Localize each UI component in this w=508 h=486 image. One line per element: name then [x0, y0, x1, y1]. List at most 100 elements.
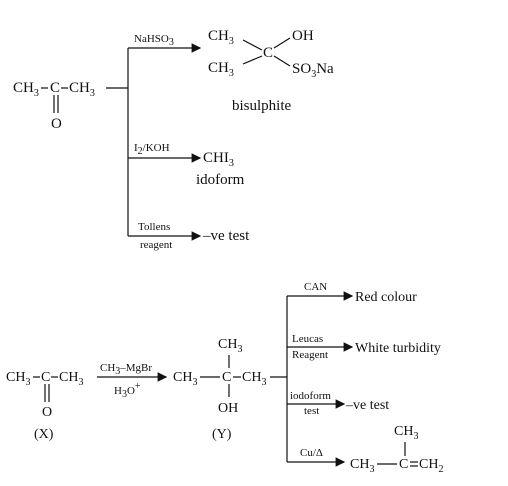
reagent-iodoform-line2: test [304, 405, 319, 417]
ch3-bottom: CH [208, 60, 229, 76]
bond [242, 55, 263, 65]
result-red-colour: Red colour [355, 290, 417, 305]
center-carbon: C [263, 45, 273, 61]
subscript: 3 [229, 36, 234, 47]
svg-text:CH3: CH3 [6, 370, 30, 388]
reaction-2: CH3 C CH3 O (X) CH3–MgBr H3O+ [6, 281, 443, 475]
svg-text:NaHSO3: NaHSO3 [134, 33, 174, 48]
reagent-iodoform-line1: iodoform [290, 390, 331, 402]
subscript: 3 [229, 158, 234, 169]
reagent-tollens-line2: reagent [140, 239, 172, 251]
result-negative-test: –ve test [202, 228, 250, 244]
result-negative-test: –ve test [345, 398, 389, 413]
result-white-turbidity: White turbidity [355, 341, 441, 356]
svg-text:CH3: CH3 [59, 370, 83, 388]
subscript: 3 [311, 69, 316, 80]
reagent-o: O [127, 385, 135, 397]
ch3-top: CH [218, 337, 237, 352]
subscript: 3 [192, 377, 197, 388]
reagent-tollens-line1: Tollens [138, 221, 170, 233]
carbonyl-carbon: C [41, 370, 50, 385]
subscript: 3 [25, 377, 30, 388]
sodium: Na [316, 61, 334, 77]
subscript: 3 [169, 37, 174, 48]
subscript: 3 [78, 377, 83, 388]
subscript: 3 [122, 389, 127, 400]
svg-text:I2/KOH: I2/KOH [134, 142, 170, 157]
ch3-top: CH [394, 424, 413, 439]
label-y: (Y) [212, 427, 232, 442]
svg-text:CH3–MgBr: CH3–MgBr [100, 362, 152, 377]
branch-tollens: Tollens reagent –ve test [128, 221, 250, 251]
ch3-left: CH [350, 457, 369, 472]
reagent-koh: /KOH [143, 142, 170, 154]
subscript: 2 [138, 146, 143, 157]
hydroxyl-group: OH [292, 28, 314, 44]
reagent-can: CAN [304, 281, 327, 293]
reagent-h3o: H [114, 385, 122, 397]
ch3-right: CH [69, 80, 90, 96]
product-chi3: CHI [203, 150, 229, 166]
reagent-mgbr: –MgBr [119, 362, 152, 374]
svg-text:CH3: CH3 [69, 80, 95, 99]
test-lucas: Leucas Reagent White turbidity [287, 333, 441, 361]
subscript: 3 [237, 344, 242, 355]
svg-text:CH3: CH3 [208, 60, 234, 79]
test-cu-heat: Cu/Δ CH3 CH3 C CH2 [287, 424, 443, 475]
reagent-lucas-line1: Leucas [292, 333, 323, 345]
subscript: 3 [90, 88, 95, 99]
svg-text:CH3: CH3 [173, 370, 197, 388]
product-name-iodoform: idoform [196, 172, 245, 188]
test-iodoform: iodoform test –ve test [287, 390, 389, 417]
bond [273, 55, 291, 67]
ch3-top: CH [208, 28, 229, 44]
bond [242, 39, 263, 51]
test-can: CAN Red colour [287, 281, 417, 305]
reagent-cu-heat: Cu/Δ [300, 447, 323, 459]
ch2: CH [419, 457, 438, 472]
subscript: 3 [261, 377, 266, 388]
reaction-1: CH3 C CH3 O NaHSO3 CH3 CH3 [13, 28, 334, 251]
svg-text:CH3: CH3 [350, 457, 374, 475]
carbonyl-oxygen: O [51, 116, 62, 132]
branch-i2-koh: I2/KOH CHI3 idoform [128, 142, 245, 188]
subscript: 3 [115, 366, 120, 377]
reactant-acetone: CH3 C CH3 O [13, 80, 95, 132]
subscript: 3 [369, 464, 374, 475]
svg-text:CH3: CH3 [242, 370, 266, 388]
bond [273, 37, 291, 49]
carbonyl-carbon: C [50, 80, 60, 96]
ch3-left: CH [13, 80, 34, 96]
reagent-ch3mgbr: CH [100, 362, 115, 374]
svg-text:CH3: CH3 [208, 28, 234, 47]
svg-text:H3O+: H3O+ [114, 381, 141, 400]
ch3-left: CH [173, 370, 192, 385]
subscript: 2 [438, 464, 443, 475]
product-name-bisulphite: bisulphite [232, 98, 292, 114]
branch-nahso3: NaHSO3 CH3 CH3 C OH SO3Na bisulphite [128, 28, 334, 114]
center-carbon: C [399, 457, 408, 472]
svg-text:CH3: CH3 [394, 424, 418, 442]
reagent-nahso3: NaHSO [134, 33, 169, 45]
compound-x: CH3 C CH3 O (X) [6, 370, 83, 442]
svg-text:SO3Na: SO3Na [292, 61, 334, 80]
grignard-step: CH3–MgBr H3O+ [97, 362, 168, 400]
reagent-iodine: I [134, 142, 138, 154]
reagent-lucas-line2: Reagent [292, 349, 328, 361]
ch3-right: CH [59, 370, 78, 385]
center-carbon: C [222, 370, 231, 385]
ch3-left: CH [6, 370, 25, 385]
label-x: (X) [34, 427, 54, 442]
hydroxyl-group: OH [218, 401, 238, 416]
svg-text:CHI3: CHI3 [203, 150, 234, 169]
subscript: 3 [229, 68, 234, 79]
superscript: + [135, 381, 141, 392]
ch3-right: CH [242, 370, 261, 385]
subscript: 3 [413, 431, 418, 442]
so3na: SO [292, 61, 311, 77]
svg-text:CH3: CH3 [218, 337, 242, 355]
subscript: 3 [34, 88, 39, 99]
svg-text:CH3: CH3 [13, 80, 39, 99]
carbonyl-oxygen: O [42, 405, 52, 420]
